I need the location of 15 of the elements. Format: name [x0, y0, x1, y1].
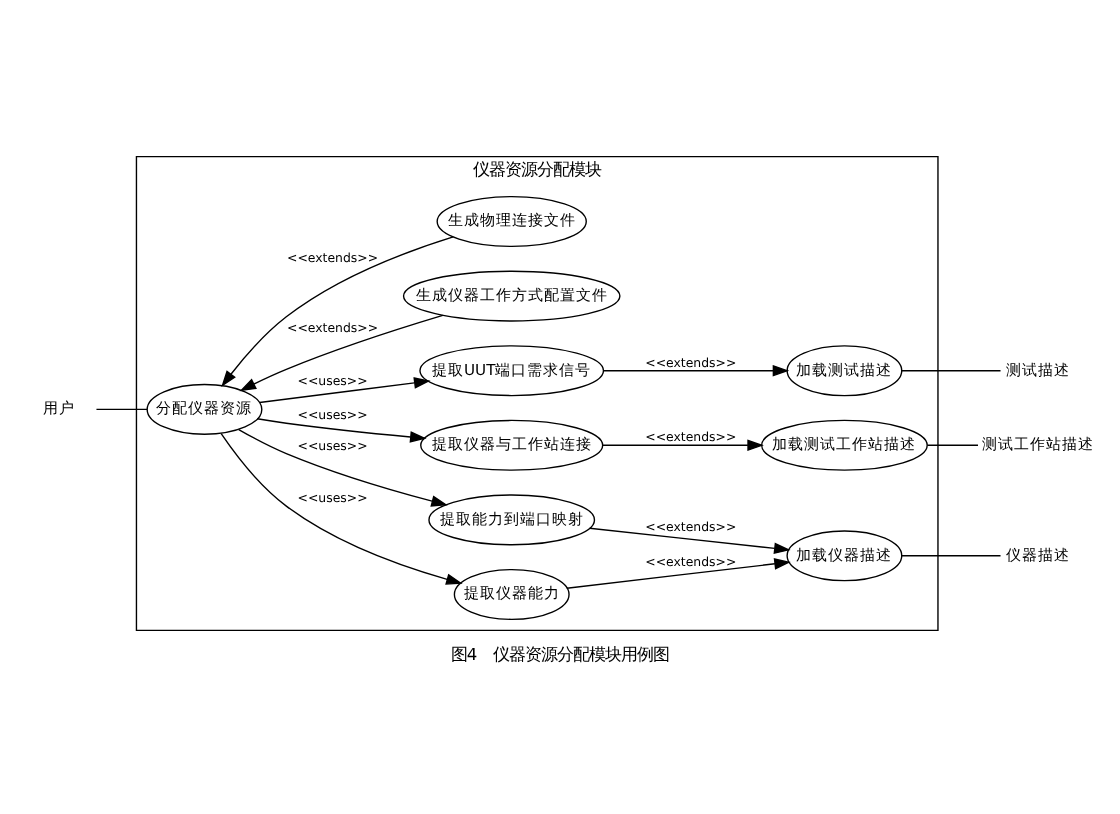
arrow — [256, 417, 427, 442]
arrow — [602, 363, 790, 376]
arrow — [588, 526, 791, 554]
connector — [900, 554, 1002, 556]
arrow — [566, 557, 791, 588]
connector — [926, 443, 979, 445]
arrow — [239, 313, 444, 391]
arrow — [258, 376, 431, 403]
arrow — [220, 431, 463, 584]
arrow — [238, 427, 448, 506]
arrow — [602, 438, 764, 451]
arrow — [221, 235, 454, 387]
connector — [900, 369, 1002, 371]
caption: 图4 仪器资源分配模块用例图 — [450, 643, 670, 664]
connector — [95, 407, 148, 410]
